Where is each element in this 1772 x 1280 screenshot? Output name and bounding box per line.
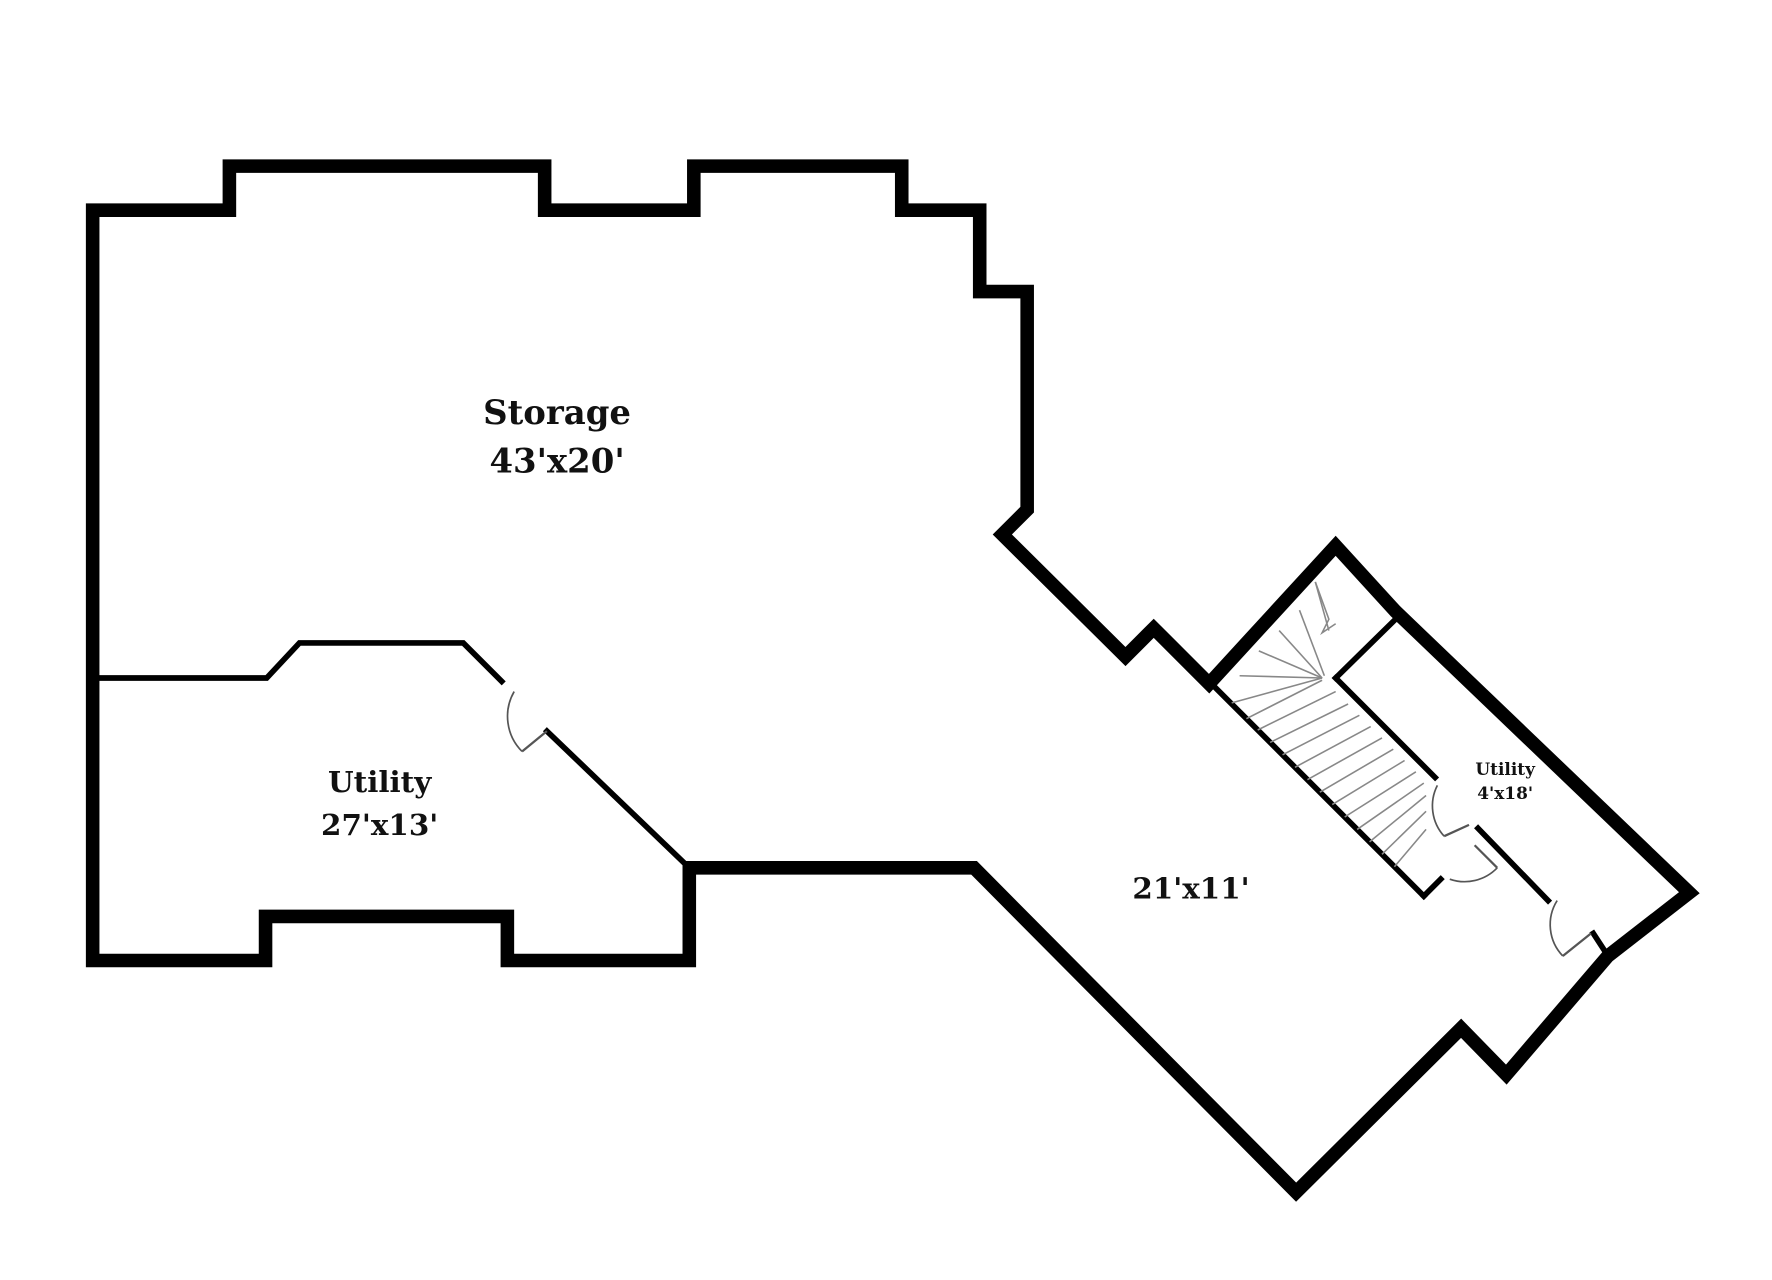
utility-small-wall-bottom [1589, 929, 1612, 960]
utility-main-dims-label: 27'x13' [321, 807, 438, 842]
stair-wall-top [1205, 541, 1340, 686]
stair-door-swing [1431, 784, 1445, 837]
utility-small-wall-left [1474, 824, 1553, 905]
utility-small-dims-label: 4'x18' [1477, 783, 1533, 803]
stair-bottom-door-leaf [1473, 844, 1499, 869]
utility-left-wall [89, 640, 506, 686]
storage-name-label: Storage [483, 392, 631, 432]
storage-dims-label: 43'x20' [489, 440, 624, 480]
stair-treads [1231, 581, 1427, 868]
stair-door-leaf [1443, 823, 1470, 838]
stair-wall-right [1331, 674, 1440, 782]
utility-main-name-label: Utility [328, 764, 432, 799]
utility-left-door-swing [506, 691, 523, 753]
utility-left-wall-diagonal [542, 727, 694, 872]
stair-wall-left [1205, 677, 1428, 901]
utility-small-door-leaf [1562, 932, 1592, 957]
utility-small-name-label: Utility [1475, 759, 1536, 779]
utility-small-door-swing [1549, 900, 1564, 957]
stair-bottom-door-swing [1449, 867, 1498, 883]
exterior-wall [85, 159, 1700, 1202]
main-area-dims-label: 21'x11' [1132, 870, 1249, 905]
utility-small-wall-top [1331, 611, 1403, 682]
stair-wall-bottom [1419, 875, 1445, 901]
utility-left-door-leaf [521, 730, 548, 753]
